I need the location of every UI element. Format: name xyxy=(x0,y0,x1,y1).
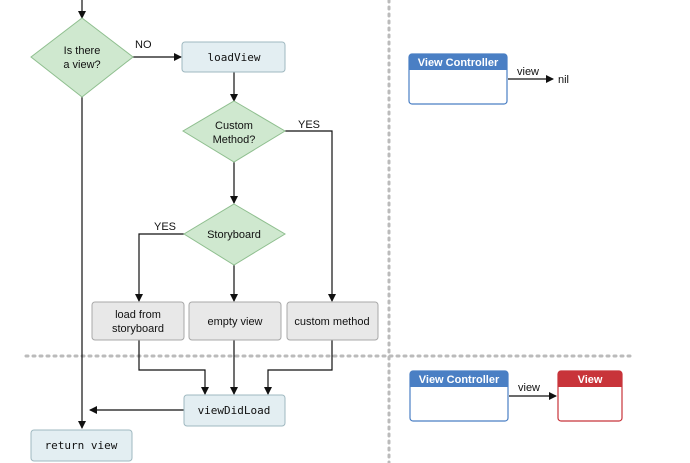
view-controller-card-after: View Controller xyxy=(409,370,509,422)
decision-storyboard-label: Storyboard xyxy=(207,229,261,241)
decision-has-view-line1: Is there xyxy=(64,45,101,57)
edge-custom-to-didload xyxy=(264,340,333,395)
flow-edges xyxy=(78,0,336,429)
load-from-storyboard-box: load from storyboard xyxy=(91,301,185,341)
empty-view-label: empty view xyxy=(207,316,262,328)
custom-method-box: custom method xyxy=(286,301,379,341)
decision-has-view: Is there a view? xyxy=(30,17,134,98)
view-did-load-box: viewDidLoad xyxy=(183,394,286,427)
edge-storyboard-to-didload xyxy=(138,340,209,395)
state-before-target: nil xyxy=(558,74,569,86)
state-before: View Controller view nil xyxy=(408,53,569,105)
edge-custom-yes xyxy=(285,130,336,302)
decision-custom-method-line2: Method? xyxy=(213,134,256,146)
view-card-title: View xyxy=(578,374,603,386)
return-view-label: return view xyxy=(45,439,118,452)
load-from-storyboard-line1: load from xyxy=(115,309,161,321)
view-controller-title-before: View Controller xyxy=(418,57,499,69)
load-view-label: loadView xyxy=(208,51,261,64)
view-did-load-label: viewDidLoad xyxy=(198,404,271,417)
decision-custom-method: Custom Method? xyxy=(182,100,286,163)
edge-storyboard-yes xyxy=(135,233,184,302)
custom-method-label: custom method xyxy=(294,316,369,328)
state-after-arrow-label: view xyxy=(518,382,540,394)
decision-has-view-line2: a view? xyxy=(63,59,100,71)
decision-custom-method-line1: Custom xyxy=(215,120,253,132)
load-view-box: loadView xyxy=(181,41,286,73)
edge-label-yes-custom: YES xyxy=(298,119,320,131)
edge-label-yes-storyboard: YES xyxy=(154,221,176,233)
empty-view-box: empty view xyxy=(188,301,282,341)
return-view-box: return view xyxy=(30,429,133,462)
view-controller-card-before: View Controller xyxy=(408,53,508,105)
state-before-arrow-label: view xyxy=(517,66,539,78)
view-controller-title-after: View Controller xyxy=(419,374,500,386)
load-from-storyboard-line2: storyboard xyxy=(112,323,164,335)
edge-label-no: NO xyxy=(135,39,152,51)
decision-storyboard: Storyboard xyxy=(183,203,286,266)
state-after: View Controller view View xyxy=(409,370,623,422)
view-card: View xyxy=(557,370,623,422)
